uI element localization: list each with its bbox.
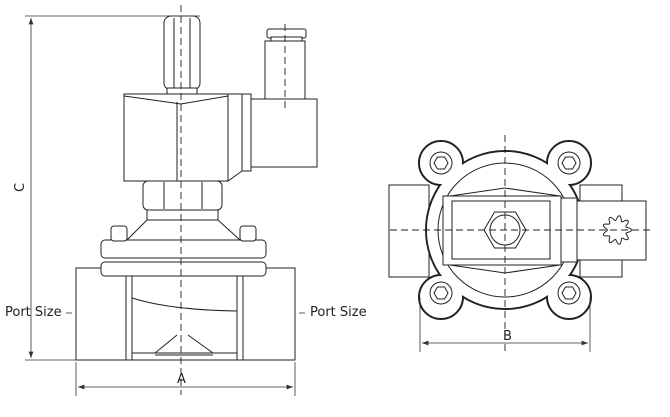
bolt-right [239, 225, 257, 242]
coil-top [442, 195, 562, 266]
bonnet [110, 180, 257, 242]
bolt-left [110, 225, 128, 242]
port-size-label-right: Port Size [310, 305, 367, 320]
coil [123, 28, 318, 182]
connector-gear-icon [602, 215, 633, 245]
connector-box [250, 98, 318, 168]
dimension-c [25, 15, 200, 361]
dimension-c-label: C [13, 182, 29, 193]
valve-body [75, 267, 296, 361]
top-view [388, 135, 650, 352]
dimension-a [75, 362, 296, 396]
dimension-b [419, 297, 591, 352]
hex-nut [142, 180, 223, 211]
front-view [25, 5, 318, 396]
flange [100, 239, 267, 277]
dimension-a-label: A [177, 372, 186, 387]
port-left [388, 184, 430, 278]
stem [163, 15, 201, 95]
bolt-holes [429, 151, 581, 305]
port-size-label-left: Port Size [5, 305, 62, 320]
dimension-b-label: B [503, 329, 512, 344]
